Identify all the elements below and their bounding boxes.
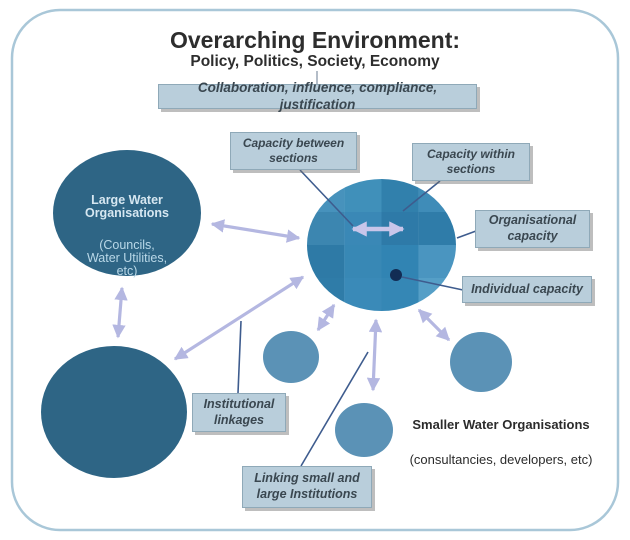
small-organisation-circle-3 <box>450 332 512 392</box>
patchwork-cell <box>418 245 456 279</box>
large-water-organisations-circle <box>53 150 201 276</box>
small-organisation-circle-2 <box>335 403 393 457</box>
patchwork-cell <box>307 212 345 246</box>
arrow-center-to-small1 <box>316 303 336 332</box>
page-title: Overarching Environment: <box>169 27 461 53</box>
patchwork-cell <box>344 179 382 213</box>
individual-capacity-label: Individual capacity <box>462 276 592 303</box>
capacity-between-sections-label: Capacity between sections <box>230 132 357 170</box>
pointer-organisational <box>456 230 477 239</box>
large-water-subtitle: (Councils, Water Utilities, etc) <box>86 237 168 279</box>
patchwork-cell <box>307 245 345 279</box>
arrow-large-to-center <box>210 219 301 243</box>
arrow-large-to-large <box>112 286 128 339</box>
patchwork-cell <box>307 278 345 311</box>
small-organisation-circle-1 <box>263 331 319 383</box>
patchwork-cell <box>418 212 456 246</box>
capacity-within-sections-label: Capacity within sections <box>412 143 530 181</box>
patchwork-cell <box>381 179 419 213</box>
capacity-patchwork-circle <box>307 179 456 311</box>
patchwork-cell <box>381 278 419 311</box>
large-institution-circle <box>41 346 187 478</box>
collaboration-label: Collaboration, influence, compliance, ju… <box>158 80 477 112</box>
smaller-water-organisations-label: Smaller Water Organisations (consultanci… <box>400 398 602 487</box>
large-water-organisations-label: Large Water Organisations (Councils, Wat… <box>55 177 199 295</box>
pointer-linking <box>300 351 369 467</box>
large-water-title: Large Water Organisations <box>84 192 170 220</box>
linkage-arrows <box>112 219 451 392</box>
smaller-water-title: Smaller Water Organisations <box>412 417 590 433</box>
arrow-center-to-small2 <box>366 318 383 392</box>
smaller-water-subtitle: (consultancies, developers, etc) <box>409 451 593 467</box>
institutional-linkages-label: Institutional linkages <box>192 393 286 432</box>
pointer-institutional <box>237 320 242 394</box>
label-pointer-lines <box>237 169 477 467</box>
patchwork-cell <box>344 278 382 311</box>
pointer-capacity-within <box>402 180 441 212</box>
linking-institutions-label: Linking small and large Institutions <box>242 466 372 508</box>
patchwork-cell <box>418 278 456 311</box>
pointer-capacity-between <box>299 169 354 227</box>
arrow-bottomleft-to-center <box>173 275 305 361</box>
patchwork-cell <box>344 245 382 279</box>
outer-frame-border <box>10 8 620 532</box>
individual-capacity-dot <box>390 269 402 281</box>
page-subtitle: Policy, Politics, Society, Economy <box>190 53 440 70</box>
pointer-individual <box>401 276 464 291</box>
arrow-center-to-small3 <box>417 308 451 342</box>
organisational-capacity-label: Organisational capacity <box>475 210 590 248</box>
